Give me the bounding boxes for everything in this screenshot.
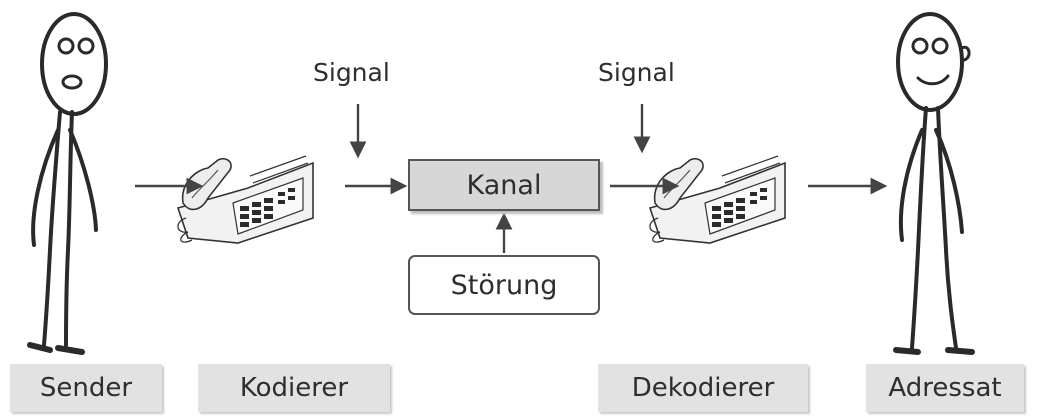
decoder-phone-icon — [649, 155, 786, 244]
caption-decoder: Dekodierer — [598, 364, 808, 412]
caption-receiver: Adressat — [866, 364, 1024, 412]
receiver-figure — [893, 12, 975, 355]
signal-label-right: Signal — [598, 58, 675, 87]
signal-label-left: Signal — [313, 58, 390, 87]
channel-box: Kanal — [408, 159, 600, 211]
encoder-phone-icon — [177, 155, 314, 244]
caption-sender: Sender — [10, 364, 162, 412]
noise-box: Störung — [408, 255, 600, 315]
sender-figure — [27, 12, 108, 355]
caption-encoder: Kodierer — [198, 364, 390, 412]
